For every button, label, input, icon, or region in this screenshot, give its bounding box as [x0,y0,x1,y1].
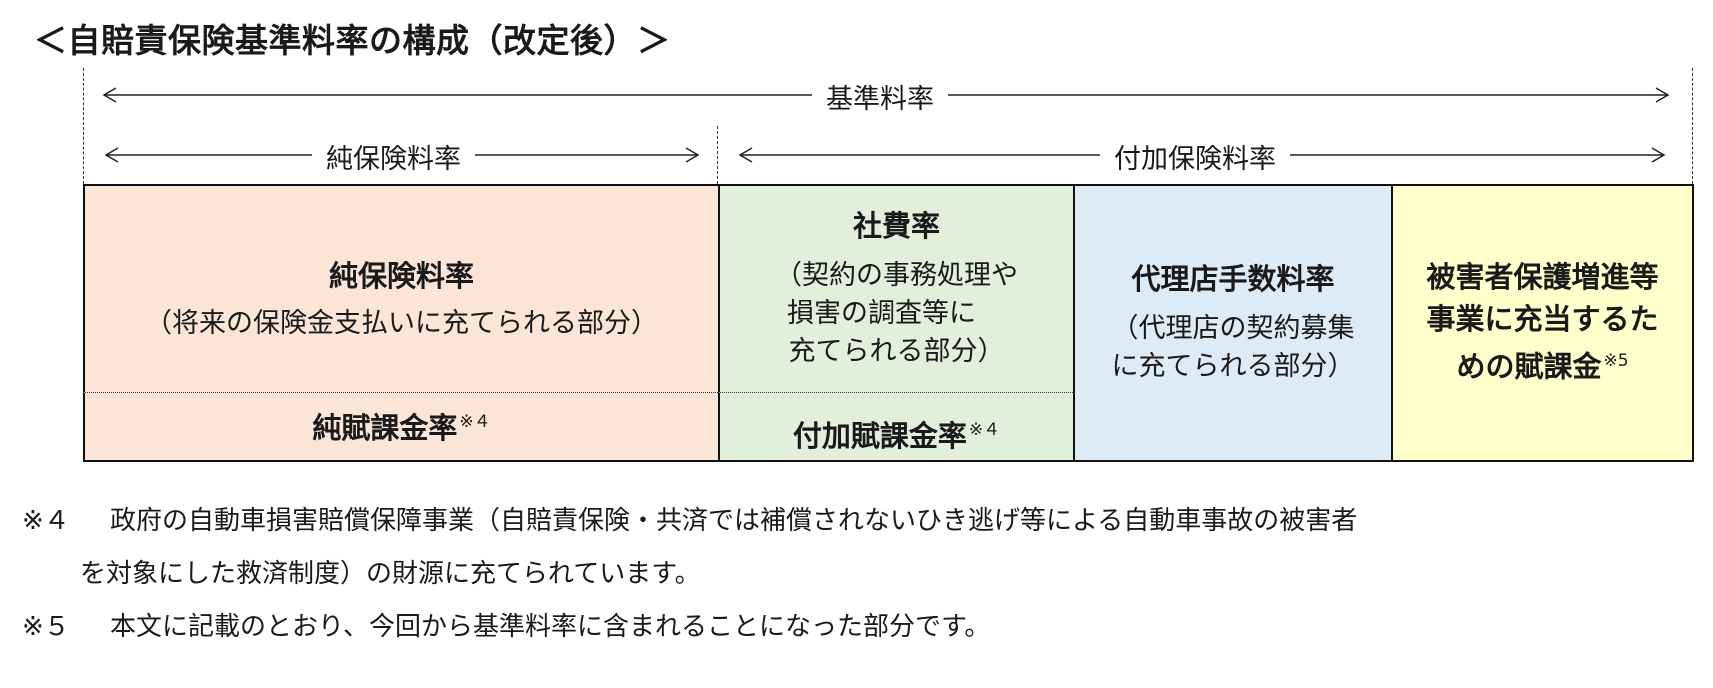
agency-commission-title: 代理店手数料率 [1131,262,1335,296]
agency-commission-cell: 代理店手数料率 （代理店の契約募集 に充てられる部分） [1073,184,1391,462]
pure-rate-arrow-right-head [685,147,700,163]
company-expense-title: 社費率 [852,209,940,243]
footnote-4-line-1: 政府の自動車損害賠償保障事業（自賠責保険・共済では補償されないひき逃げ等による自… [110,506,1358,536]
base-rate-arrow-right-head [1655,87,1670,103]
victim-protection-title-3: めの賦課金 [1456,349,1602,384]
loading-levy-cell: 付加賦課金率※４ [718,392,1073,462]
agency-commission-description-1: （代理店の契約募集 [1111,313,1355,344]
company-expense-cell: 社費率 （契約の事務処理や 損害の調査等に 充てられる部分） [718,184,1073,392]
footnote-4-mark: ※４ [22,506,70,536]
victim-protection-title-1: 被害者保護増進等 [1426,260,1659,294]
base-rate-label: 基準料率 [812,77,948,116]
pure-premium-cell: 純保険料率 （将来の保険金支払いに充てられる部分） [83,184,718,392]
pure-premium-title: 純保険料率 [328,259,474,293]
footnote-5-line-1: 本文に記載のとおり、今回から基準料率に含まれることになった部分です。 [110,612,991,642]
footnote-4-line-2: を対象にした救済制度）の財源に充てられています。 [80,559,701,589]
victim-protection-levy-cell: 被害者保護増進等 事業に充当するた めの賦課金※5 [1391,184,1694,462]
company-expense-description-2: 損害の調査等に [787,298,976,329]
loading-levy-title: 付加賦課金率 [792,419,967,453]
pure-rate-arrow-left-head [104,147,119,163]
pure-levy-title: 純賦課金率 [312,411,458,445]
base-rate-arrow-left-head [102,87,117,103]
middle-guide-line [717,126,718,184]
loading-rate-arrow-left-head [738,147,753,163]
pure-levy-footnote-mark: ※４ [459,412,491,433]
loading-rate-label: 付加保険料率 [1100,137,1290,176]
company-expense-description-1: （契約の事務処理や [775,260,1018,291]
loading-rate-arrow-right-head [1651,147,1666,163]
company-expense-description-3: 充てられる部分） [788,336,1005,367]
agency-commission-description-2: に充てられる部分） [1111,351,1355,382]
victim-protection-title-2: 事業に充当するた [1426,302,1659,336]
pure-premium-description: （将来の保険金支払いに充てられる部分） [145,308,658,339]
right-guide-line [1692,68,1693,184]
footnote-5-mark: ※５ [22,612,70,642]
pure-levy-cell: 純賦課金率※４ [83,392,718,462]
diagram-title: ＜自賠責保険基準料率の構成（改定後）＞ [34,21,671,60]
pure-rate-label: 純保険料率 [312,137,475,176]
left-guide-line [83,68,84,184]
victim-protection-footnote-mark: ※5 [1603,351,1629,371]
rate-structure-table: 純保険料率 （将来の保険金支払いに充てられる部分） 純賦課金率※４ 社費率 （契… [83,184,1694,462]
loading-levy-footnote-mark: ※４ [968,420,1001,441]
